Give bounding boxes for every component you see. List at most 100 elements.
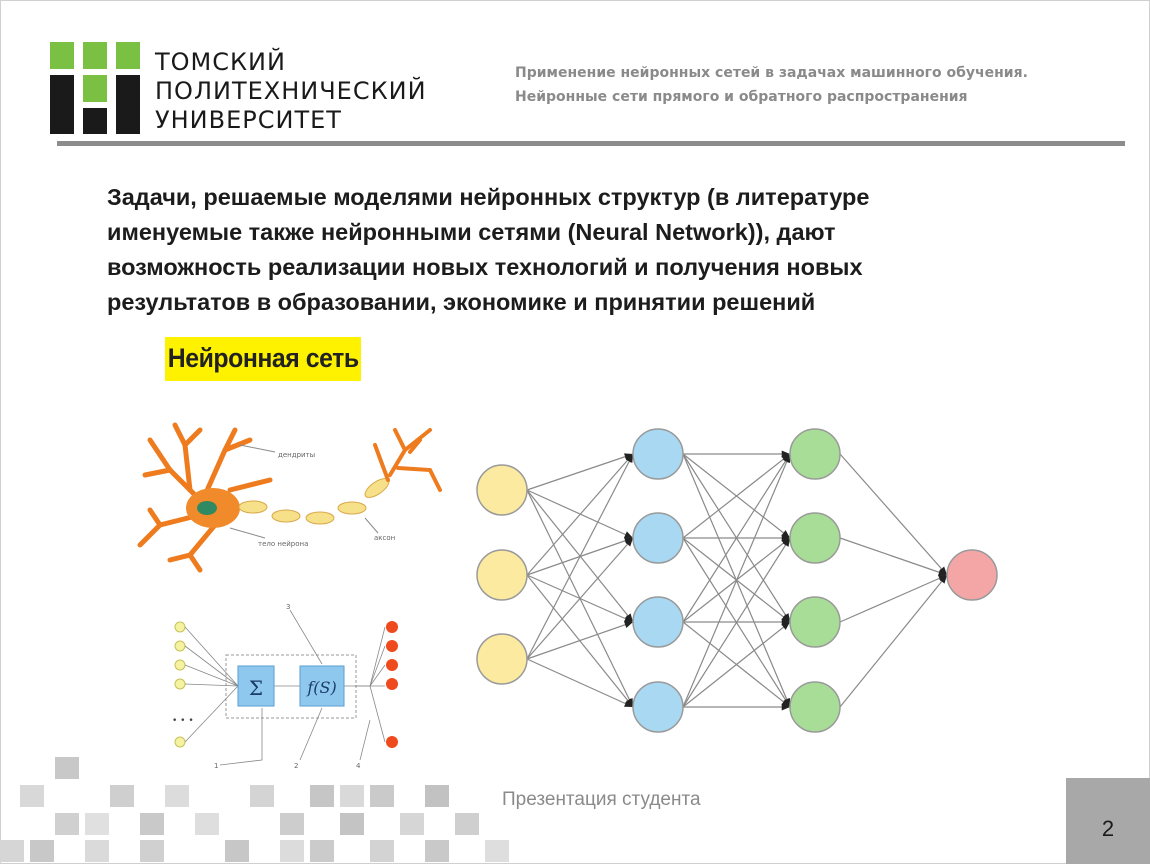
output-node: [386, 621, 398, 633]
network-connection: [839, 574, 948, 708]
body-label: тело нейрона: [258, 540, 308, 548]
network-node: [946, 549, 998, 601]
subtitle-line: Нейронные сети прямого и обратного распр…: [515, 89, 968, 105]
page-number-box: 2: [1066, 778, 1150, 864]
mosaic-tile: [485, 840, 509, 862]
main-paragraph: Задачи, решаемые моделями нейронных стру…: [107, 180, 1037, 320]
network-connection: [526, 537, 634, 660]
mosaic-tile: [455, 813, 479, 835]
mosaic-tile: [370, 785, 394, 807]
arrowhead: [782, 538, 790, 547]
network-node: [789, 596, 841, 648]
network-connection: [839, 453, 948, 576]
mosaic-tile: [225, 840, 249, 862]
subtitle-line: Применение нейронных сетей в задачах маш…: [515, 65, 1028, 81]
arrowhead: [781, 622, 790, 630]
university-name-line: ТОМСКИЙ: [155, 48, 286, 76]
network-connection: [526, 453, 634, 660]
arrowhead: [624, 531, 633, 538]
network-node: [632, 512, 684, 564]
arrowhead: [625, 698, 633, 707]
ellipsis: • • •: [172, 716, 194, 726]
mosaic-tile: [140, 840, 164, 862]
input-node: [174, 621, 186, 633]
mosaic-tile: [30, 840, 54, 862]
arrowhead: [624, 700, 633, 707]
mosaic-tile: [55, 757, 79, 779]
axon-label: аксон: [374, 534, 395, 542]
paragraph-line: результатов в образовании, экономике и п…: [107, 289, 816, 315]
mosaic-tile: [195, 813, 219, 835]
university-name-line: УНИВЕРСИТЕТ: [155, 106, 342, 134]
mosaic-tile: [370, 840, 394, 862]
university-logo: [50, 42, 140, 134]
arrowhead: [626, 454, 633, 463]
mosaic-tile: [340, 785, 364, 807]
footer-caption: Презентация студента: [502, 789, 701, 810]
mosaic-tile: [400, 813, 424, 835]
mosaic-tile: [280, 840, 304, 862]
arrowhead: [624, 615, 633, 622]
network-node: [476, 464, 528, 516]
network-node: [789, 512, 841, 564]
artificial-neuron-diagram: Σ f(S) • • • 3 1 2 4: [172, 603, 398, 770]
network-node: [476, 549, 528, 601]
mosaic-tile: [85, 840, 109, 862]
diagram-number: 4: [356, 762, 361, 770]
network-connection: [682, 453, 791, 623]
output-node: [386, 640, 398, 652]
mosaic-tile: [55, 813, 79, 835]
input-node: [174, 736, 186, 748]
diagram-number: 1: [214, 762, 218, 770]
network-connection: [526, 658, 634, 708]
mosaic-tile: [340, 813, 364, 835]
network-connection: [526, 453, 634, 491]
mosaic-tile: [425, 840, 449, 862]
arrowhead: [938, 566, 947, 575]
input-node: [174, 640, 186, 652]
figure-label: Нейронная сеть: [165, 337, 362, 381]
network-connection: [526, 453, 634, 576]
arrowhead: [624, 621, 633, 629]
mosaic-tile: [110, 785, 134, 807]
mosaic-tile: [425, 785, 449, 807]
network-node: [632, 596, 684, 648]
paragraph-line: возможность реализации новых технологий …: [107, 254, 863, 280]
input-node: [174, 678, 186, 690]
mosaic-tile: [165, 785, 189, 807]
feedforward-network-diagram: [476, 428, 998, 733]
arrowhead: [625, 613, 633, 622]
presentation-subtitle: Применение нейронных сетей в задачах маш…: [515, 61, 1028, 109]
network-node: [789, 428, 841, 480]
page-number: 2: [1101, 816, 1115, 841]
network-connection: [682, 453, 791, 708]
mosaic-tile: [0, 840, 24, 862]
arrowhead: [938, 568, 947, 576]
dendrites-label: дендриты: [278, 451, 315, 459]
mosaic-tile: [310, 785, 334, 807]
output-node: [386, 659, 398, 671]
network-connection: [526, 621, 634, 660]
mosaic-tile: [280, 813, 304, 835]
arrowhead: [783, 454, 790, 463]
mosaic-tile: [20, 785, 44, 807]
network-node: [632, 681, 684, 733]
activation-function-label: f(S): [306, 678, 336, 697]
biological-neuron-illustration: дендриты тело нейрона аксон: [137, 422, 442, 573]
arrowhead: [939, 575, 947, 584]
header-divider: [57, 141, 1125, 146]
diagram-number: 2: [294, 762, 298, 770]
network-connection: [682, 621, 791, 708]
university-name-line: ПОЛИТЕХНИЧЕСКИЙ: [155, 77, 427, 105]
arrowhead: [781, 703, 790, 711]
mosaic-tile: [85, 813, 109, 835]
paragraph-line: именуемые также нейронными сетями (Neura…: [107, 219, 836, 245]
network-connection: [682, 453, 791, 539]
output-node: [386, 678, 398, 690]
mosaic-tile: [250, 785, 274, 807]
arrowhead: [624, 538, 633, 547]
paragraph-line: Задачи, решаемые моделями нейронных стру…: [107, 184, 870, 210]
mosaic-tile: [140, 813, 164, 835]
